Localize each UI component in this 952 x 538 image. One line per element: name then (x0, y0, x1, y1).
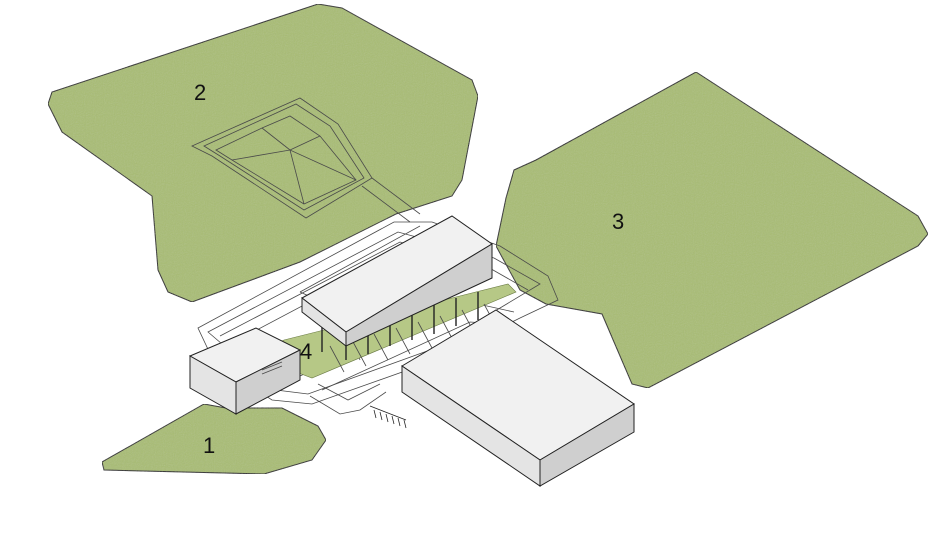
zone-label-4: 4 (300, 339, 312, 364)
zone-label-3: 3 (612, 209, 624, 234)
stair-detail (369, 405, 407, 429)
left-small-block (188, 327, 302, 415)
zone-2-field (47, 3, 479, 303)
large-lower-box (401, 309, 635, 487)
zone-2-existing-house (191, 97, 421, 223)
zone-label-2: 2 (194, 80, 206, 105)
zone-3-field (495, 71, 929, 389)
zone-1-field (101, 403, 327, 475)
upper-long-block (301, 215, 493, 360)
zone-label-1: 1 (203, 433, 215, 458)
